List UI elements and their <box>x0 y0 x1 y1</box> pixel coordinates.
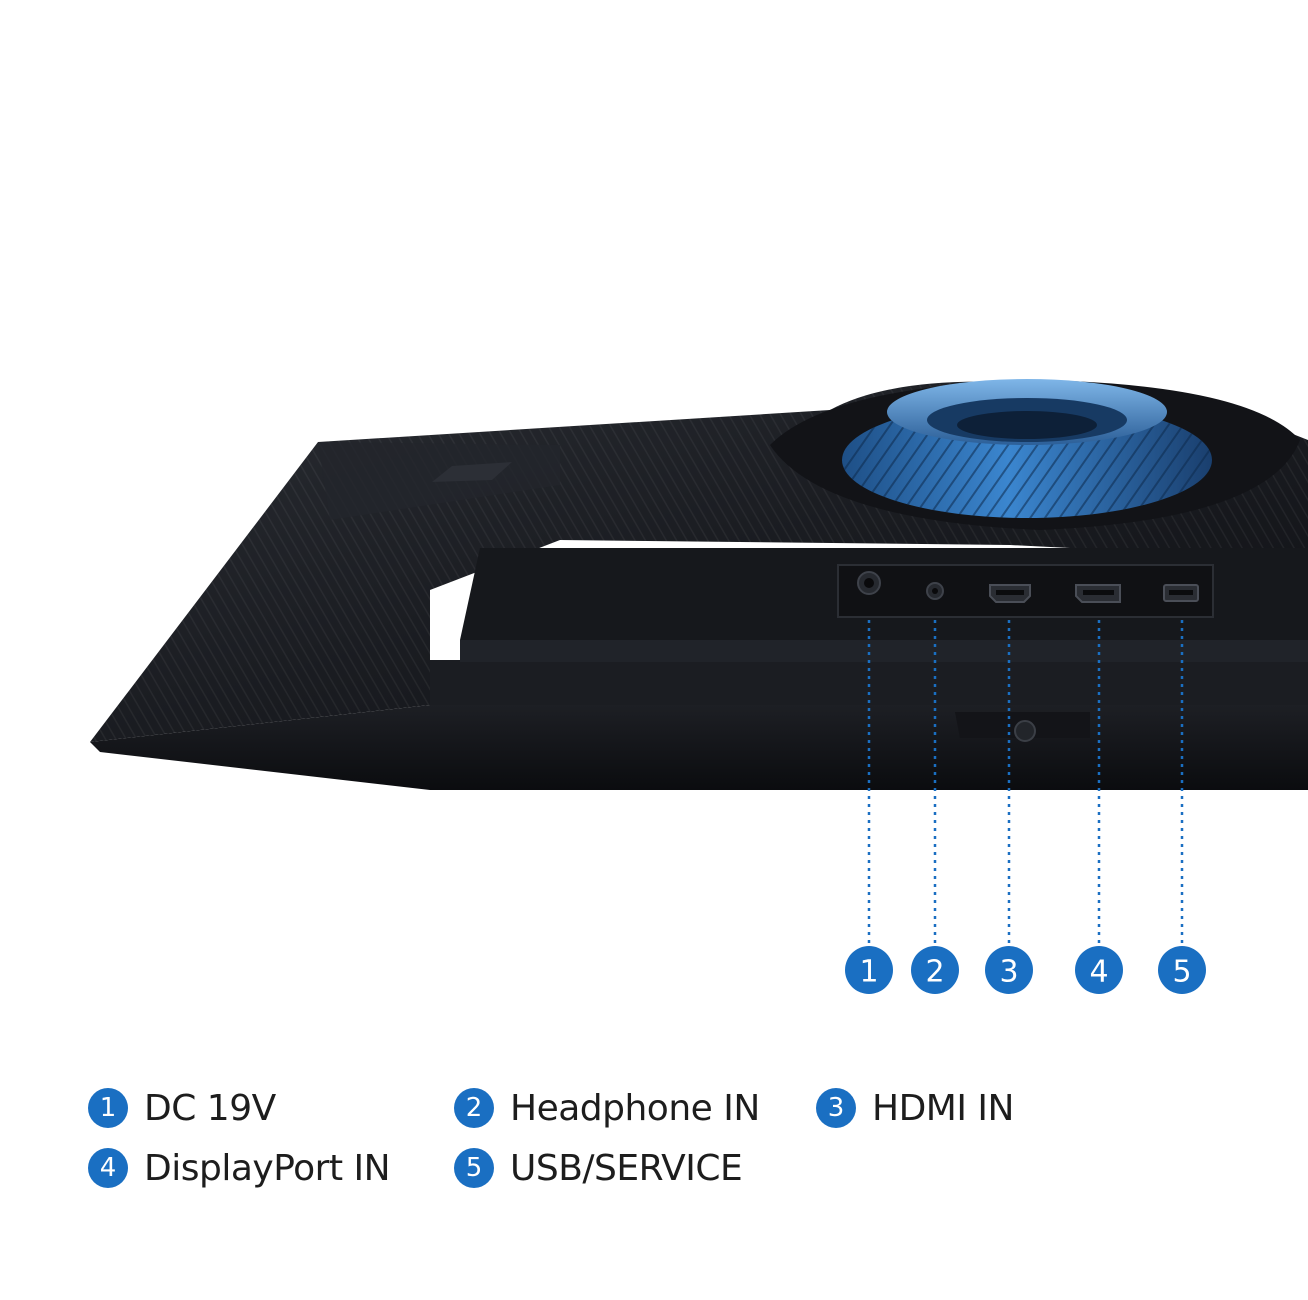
legend-item-headphone-in: 2 Headphone IN <box>454 1082 760 1134</box>
usb-port <box>1163 584 1199 602</box>
hdmi-port <box>989 584 1031 603</box>
port-marker-2-label: 2 <box>925 955 944 990</box>
port-marker-1: 1 <box>845 946 893 994</box>
control-joystick <box>955 712 1090 742</box>
legend-label-1: DC 19V <box>144 1087 276 1129</box>
displayport-port <box>1075 584 1121 603</box>
power-jack-port <box>857 571 881 595</box>
headphone-jack-port <box>926 582 944 600</box>
leader-lines <box>867 620 1184 948</box>
stand-ring <box>770 379 1300 530</box>
legend-badge-2: 2 <box>454 1088 494 1128</box>
port-marker-2: 2 <box>911 946 959 994</box>
legend-item-usb-service: 5 USB/SERVICE <box>454 1142 743 1194</box>
legend-item-dc-19v: 1 DC 19V <box>88 1082 276 1134</box>
port-marker-4-label: 4 <box>1089 955 1108 990</box>
port-marker-5: 5 <box>1158 946 1206 994</box>
legend-item-displayport-in: 4 DisplayPort IN <box>88 1142 391 1194</box>
legend-label-4: DisplayPort IN <box>144 1147 391 1189</box>
legend-label-2: Headphone IN <box>510 1087 760 1129</box>
port-marker-3: 3 <box>985 946 1033 994</box>
legend-badge-5: 5 <box>454 1148 494 1188</box>
port-marker-5-label: 5 <box>1172 955 1191 990</box>
legend-label-5: USB/SERVICE <box>510 1147 743 1189</box>
port-marker-4: 4 <box>1075 946 1123 994</box>
legend-badge-3: 3 <box>816 1088 856 1128</box>
port-legend: 1 DC 19V 2 Headphone IN 3 HDMI IN 4 Disp… <box>88 1082 1088 1222</box>
port-marker-3-label: 3 <box>999 955 1018 990</box>
legend-label-3: HDMI IN <box>872 1087 1014 1129</box>
port-marker-1-label: 1 <box>859 955 878 990</box>
legend-item-hdmi-in: 3 HDMI IN <box>816 1082 1014 1134</box>
legend-badge-1: 1 <box>88 1088 128 1128</box>
legend-badge-4: 4 <box>88 1148 128 1188</box>
